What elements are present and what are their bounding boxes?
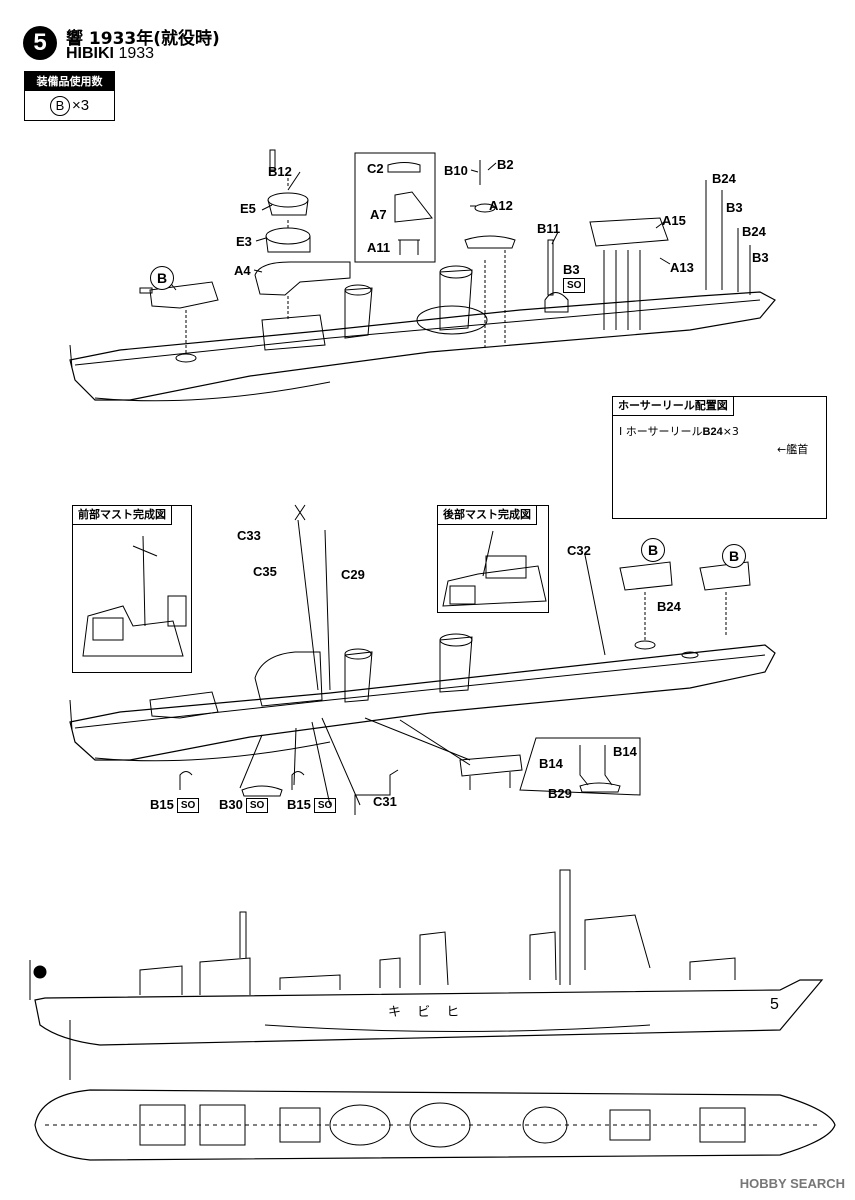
label-b2: B2 bbox=[497, 157, 514, 172]
label-b3-text: B3 bbox=[563, 262, 580, 277]
label-b24-b: B24 bbox=[742, 224, 766, 239]
hull-name-text: キ ビ ヒ bbox=[388, 1005, 466, 1020]
label-c35: C35 bbox=[253, 564, 277, 579]
label-e5: E5 bbox=[240, 201, 256, 216]
label-a13: A13 bbox=[670, 260, 694, 275]
label-a4: A4 bbox=[234, 263, 251, 278]
page-title-en: HIBIKI 1933 bbox=[66, 45, 154, 63]
label-b3-a: B3 bbox=[726, 200, 743, 215]
top-view-drawing bbox=[34, 1089, 836, 1161]
side-profile-drawing bbox=[29, 869, 824, 1080]
page-title-jp: 響 1933年(就役時) bbox=[66, 29, 220, 49]
title-en-name: HIBIKI bbox=[66, 45, 114, 62]
step-number-badge: 5 bbox=[23, 26, 57, 60]
so-badge-b30: SO bbox=[245, 798, 269, 814]
label-b14-b: B14 bbox=[613, 744, 637, 759]
label-c31: C31 bbox=[373, 794, 397, 809]
bow-arrow-icon: ← bbox=[777, 443, 787, 456]
aft-mast-inset: 後部マスト完成図 bbox=[437, 505, 549, 613]
parts-used-box: 装備品使用数 B ×3 bbox=[24, 71, 115, 121]
hose-reel-qty: ×3 bbox=[722, 425, 739, 438]
part-letter-circle: B bbox=[49, 95, 70, 116]
hose-reel-part: B24 bbox=[702, 426, 723, 438]
label-b15-a-text: B15 bbox=[150, 797, 174, 812]
label-b29: B29 bbox=[548, 786, 572, 801]
label-a15: A15 bbox=[662, 213, 686, 228]
label-b11: B11 bbox=[537, 221, 561, 236]
fore-mast-heading: 前部マスト完成図 bbox=[73, 506, 172, 525]
hose-reel-legend: Ⅰ ホーサーリールB24×3 bbox=[619, 423, 739, 439]
label-c29: C29 bbox=[341, 567, 365, 582]
label-b12: B12 bbox=[268, 164, 292, 179]
label-b24: B24 bbox=[657, 599, 681, 614]
label-c33: C33 bbox=[237, 528, 261, 543]
parts-used-body: B ×3 bbox=[25, 91, 114, 120]
part-circle-b-aft-1: B bbox=[641, 538, 665, 562]
label-b24-a: B24 bbox=[712, 171, 736, 186]
hull-number: 5 bbox=[770, 996, 779, 1013]
label-so-top: SO bbox=[563, 277, 586, 294]
hose-reel-icon: Ⅰ bbox=[619, 425, 623, 438]
label-c2: C2 bbox=[367, 161, 384, 176]
label-a11: A11 bbox=[367, 240, 391, 255]
aft-mast-drawing bbox=[442, 530, 547, 607]
watermark: HOBBY SEARCH bbox=[739, 1176, 845, 1191]
label-b30-text: B30 bbox=[219, 797, 243, 812]
label-e3: E3 bbox=[236, 234, 252, 249]
fore-mast-drawing bbox=[82, 535, 187, 657]
label-a12: A12 bbox=[489, 198, 513, 213]
parts-used-heading: 装備品使用数 bbox=[25, 72, 114, 91]
label-b3-so: B3 bbox=[563, 262, 580, 277]
label-a7: A7 bbox=[370, 207, 387, 222]
part-circle-b-fore: B bbox=[150, 266, 174, 290]
bow-label-text: 艦首 bbox=[786, 443, 809, 456]
hose-reel-legend-text: ホーサーリール bbox=[625, 425, 703, 438]
label-b14-a: B14 bbox=[539, 756, 563, 771]
label-c32: C32 bbox=[567, 543, 591, 558]
so-badge-b15-b: SO bbox=[313, 798, 337, 814]
middle-ship-drawing bbox=[69, 504, 776, 815]
label-b10: B10 bbox=[444, 163, 468, 178]
label-b15-b-text: B15 bbox=[287, 797, 311, 812]
hose-reel-heading: ホーサーリール配置図 bbox=[613, 397, 734, 416]
label-b3-b: B3 bbox=[752, 250, 769, 265]
bow-label: ←艦首 bbox=[777, 441, 808, 457]
parts-used-quantity: ×3 bbox=[71, 97, 90, 114]
hose-reel-inset: ホーサーリール配置図 Ⅰ ホーサーリールB24×3 ←艦首 bbox=[612, 396, 827, 519]
fore-mast-inset: 前部マスト完成図 bbox=[72, 505, 192, 673]
upper-ship-drawing bbox=[69, 149, 776, 402]
so-badge: SO bbox=[563, 278, 586, 294]
so-badge-b15-a: SO bbox=[176, 798, 200, 814]
title-en-year: 1933 bbox=[118, 45, 155, 62]
part-circle-b-aft-2: B bbox=[722, 544, 746, 568]
aft-mast-heading: 後部マスト完成図 bbox=[438, 506, 537, 525]
